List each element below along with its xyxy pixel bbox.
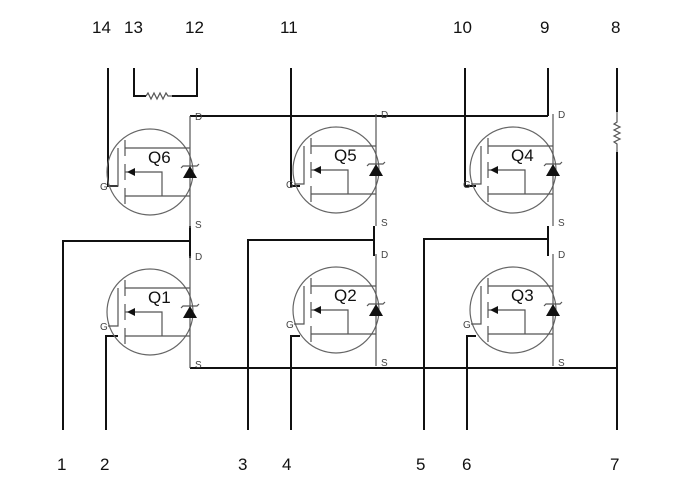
drain-label: D	[381, 110, 388, 121]
drain-label: D	[558, 250, 565, 261]
pin-4: 4	[282, 455, 291, 474]
source-label: S	[195, 360, 202, 371]
pin-1: 1	[57, 455, 66, 474]
wire-pin-1-mid	[62, 240, 190, 430]
diode-icon	[369, 164, 383, 176]
terminal-leads	[311, 285, 376, 335]
wire-pin-12	[172, 68, 198, 97]
bottom-pin-labels: 1 2 3 4 5 6 7	[57, 455, 619, 474]
diode-icon	[183, 166, 197, 178]
gate-label: G	[286, 180, 294, 191]
arrow-icon	[490, 166, 498, 174]
arrow-icon	[313, 166, 321, 174]
transistor-label: Q6	[148, 148, 171, 167]
pin-11: 11	[280, 18, 298, 37]
arrow-icon	[313, 306, 321, 314]
mosfet-q3: Q3G D S	[463, 250, 565, 369]
gate-label: G	[286, 320, 294, 331]
wire-pin-4-gate-q2	[290, 335, 300, 430]
pin-13: 13	[124, 18, 143, 37]
zener-bar	[543, 161, 563, 167]
wire-pin-2-gate-q1	[105, 335, 118, 430]
terminal-leads	[488, 145, 553, 195]
wire-pin-6-gate-q3	[466, 335, 476, 430]
wire-pin-3-mid	[247, 239, 374, 430]
gate-plate	[294, 286, 305, 325]
zener-bar	[180, 163, 200, 169]
resistor-13-12	[145, 91, 172, 101]
resistor-9-8	[612, 112, 622, 152]
pin-5: 5	[416, 455, 425, 474]
transistor-label: Q5	[334, 146, 357, 165]
source-label: S	[558, 358, 565, 369]
source-label: S	[558, 218, 565, 229]
transistor-label: Q3	[511, 286, 534, 305]
transistor-label: Q4	[511, 146, 534, 165]
wire-pin-13	[133, 68, 146, 97]
mosfet-q5: Q5G D S	[286, 110, 388, 229]
pin-7: 7	[610, 455, 619, 474]
transistor-label: Q1	[148, 288, 171, 307]
gate-plate	[108, 288, 119, 327]
arrow-icon	[127, 168, 135, 176]
gate-plate	[471, 146, 482, 185]
terminal-leads	[488, 285, 553, 335]
source-label: S	[381, 218, 388, 229]
arrow-icon	[127, 308, 135, 316]
resistor-zigzag	[612, 112, 622, 152]
gate-plate	[471, 286, 482, 325]
drain-label: D	[558, 110, 565, 121]
pin-9: 9	[540, 18, 549, 37]
resistor-zigzag	[145, 91, 172, 101]
mosfet-q1: Q1G D S	[100, 252, 202, 371]
top-pin-labels: 14 13 12 11 10 9 8	[92, 18, 620, 37]
mosfet-q4: Q4G D S	[463, 110, 565, 229]
drain-label: D	[381, 250, 388, 261]
drain-label: D	[195, 252, 202, 263]
source-label: S	[195, 220, 202, 231]
zener-bar	[543, 301, 563, 307]
wire-pin-5-mid	[423, 238, 548, 430]
drain-label: D	[195, 112, 202, 123]
pin-12: 12	[185, 18, 204, 37]
source-label: S	[381, 358, 388, 369]
wire-pin-10-gate-q4	[464, 68, 476, 187]
pin-2: 2	[100, 455, 109, 474]
pin-6: 6	[462, 455, 471, 474]
gate-plate	[108, 148, 119, 187]
diode-icon	[546, 304, 560, 316]
mosfet-q2: Q2G D S	[286, 250, 388, 369]
pin-14: 14	[92, 18, 111, 37]
gate-label: G	[463, 180, 471, 191]
diode-icon	[183, 306, 197, 318]
zener-bar	[366, 161, 386, 167]
terminal-leads	[125, 287, 190, 337]
gate-label: G	[100, 182, 108, 193]
arrow-icon	[490, 306, 498, 314]
mosfet-q6: Q6G D S	[100, 112, 202, 231]
wire-pin-14-gate-q6	[107, 68, 118, 187]
wire-pin-11-gate-q5	[290, 68, 300, 187]
pin-8: 8	[611, 18, 620, 37]
pin-3: 3	[238, 455, 247, 474]
zener-bar	[180, 303, 200, 309]
gate-label: G	[463, 320, 471, 331]
diode-icon	[546, 164, 560, 176]
gate-plate	[294, 146, 305, 185]
terminal-leads	[311, 145, 376, 195]
diode-icon	[369, 304, 383, 316]
wires	[62, 68, 618, 430]
transistor-label: Q2	[334, 286, 357, 305]
pin-10: 10	[453, 18, 472, 37]
zener-bar	[366, 301, 386, 307]
terminal-leads	[125, 147, 190, 197]
gate-label: G	[100, 322, 108, 333]
